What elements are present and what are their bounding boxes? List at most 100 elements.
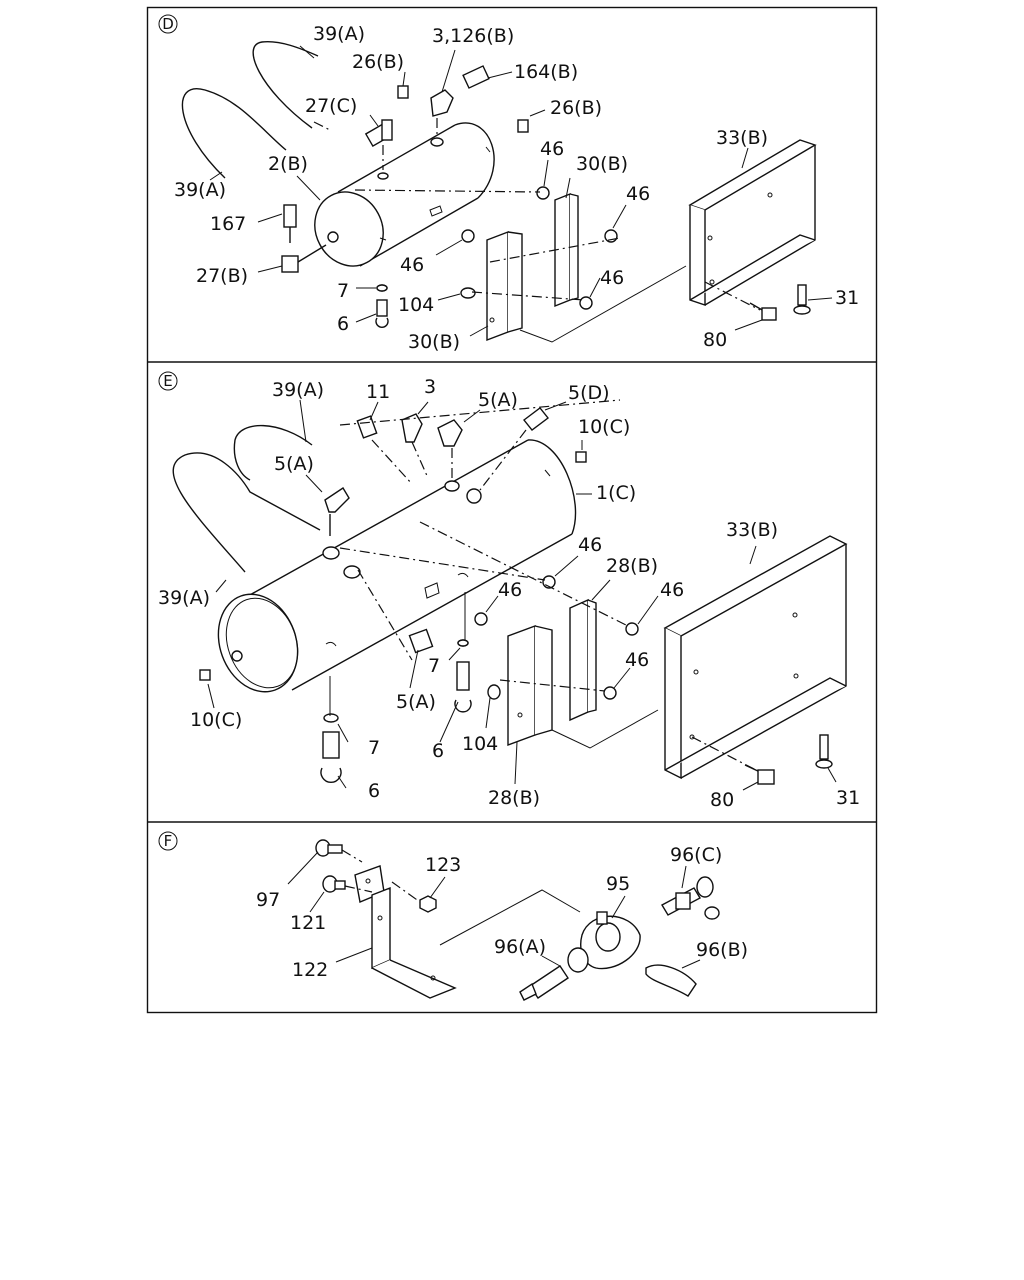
hose-39a (252, 40, 319, 129)
hose-39a (233, 424, 313, 481)
elbow-27b (281, 244, 327, 273)
part-label: 39(A) (174, 179, 226, 201)
part-label: 5(A) (478, 389, 518, 411)
part-label: 46 (626, 183, 650, 205)
plug-10c (575, 451, 587, 463)
section-letter-f: F (164, 832, 173, 850)
plug-26b (517, 119, 529, 133)
bolt-97 (315, 839, 343, 857)
part-label: 33(B) (716, 127, 768, 149)
part-label: 26(B) (550, 97, 602, 119)
section-letter-e: E (163, 372, 172, 390)
fitting-96b (645, 964, 697, 997)
bolt-121 (322, 875, 346, 893)
part-label: 122 (292, 959, 328, 981)
part-label: 26(B) (352, 51, 404, 73)
part-label: 121 (290, 912, 326, 934)
union-5a (343, 565, 434, 661)
part-label: 5(D) (568, 382, 610, 404)
fitting-27c (364, 119, 393, 180)
part-label: 27(B) (196, 265, 248, 287)
part-label: 164(B) (514, 61, 578, 83)
part-label: 104 (398, 294, 434, 316)
washer-7 (376, 284, 388, 292)
part-label: 39(A) (313, 23, 365, 45)
bracket-30b (486, 230, 523, 342)
part-label: 10(C) (190, 709, 242, 731)
part-label: 123 (425, 854, 461, 876)
part-label: 30(B) (576, 153, 628, 175)
nut-46 (474, 612, 488, 626)
part-label: 6 (368, 780, 380, 802)
part-label: 11 (366, 381, 390, 403)
section-f: F (158, 831, 748, 1001)
part-label: 46 (540, 138, 564, 160)
fitting-96c (661, 876, 720, 920)
nut-46 (579, 296, 593, 310)
part-label: 6 (432, 740, 444, 762)
part-label: 95 (606, 873, 630, 895)
part-label: 96(A) (494, 936, 546, 958)
part-label: 46 (625, 649, 649, 671)
air-tank-1c (217, 439, 577, 693)
nut-46 (625, 622, 639, 636)
part-label: 28(B) (488, 787, 540, 809)
fitting-5d (466, 407, 549, 504)
relay-valve-95 (567, 911, 641, 973)
part-label: 5(A) (396, 691, 436, 713)
nut-46 (536, 186, 550, 200)
part-label: 3,126(B) (432, 25, 514, 47)
part-label: 3 (424, 376, 436, 398)
part-label: 7 (428, 655, 440, 677)
part-label: 46 (600, 267, 624, 289)
nut-46 (603, 686, 617, 700)
valve-167 (283, 204, 297, 243)
part-label: 46 (660, 579, 684, 601)
bracket-30b (554, 192, 579, 308)
bracket-33b (663, 535, 848, 780)
part-label: 104 (462, 733, 498, 755)
part-label: 46 (498, 579, 522, 601)
part-label: 27(C) (305, 95, 357, 117)
elbow-5a (437, 419, 463, 492)
part-label: 39(A) (272, 379, 324, 401)
section-d: D (158, 14, 859, 353)
section-letter-d: D (162, 15, 174, 33)
part-label: 10(C) (578, 416, 630, 438)
part-label: 7 (337, 280, 349, 302)
washer-104 (487, 684, 501, 700)
part-label: 80 (703, 329, 727, 351)
plug-10c (199, 669, 211, 681)
part-label: 31 (836, 787, 860, 809)
section-marker-e (158, 371, 178, 391)
fitting-96a (519, 965, 569, 1001)
hose-39a (172, 452, 321, 573)
part-label: 46 (400, 254, 424, 276)
part-label: 31 (835, 287, 859, 309)
bolt-31 (793, 284, 811, 315)
bracket-28b (507, 624, 553, 747)
part-label: 30(B) (408, 331, 460, 353)
bolt-80 (749, 302, 777, 321)
part-label: 97 (256, 889, 280, 911)
part-label: 167 (210, 213, 246, 235)
bolt-31 (815, 734, 833, 769)
section-marker-f (158, 831, 178, 851)
elbow-3-126b (430, 89, 454, 147)
air-tank-2b (314, 122, 495, 267)
bolt-80 (744, 764, 775, 785)
section-e: E (158, 371, 860, 811)
part-label: 5(A) (274, 453, 314, 475)
diagram-frame (146, 6, 878, 1014)
part-label: 39(A) (158, 587, 210, 609)
washer-104 (460, 287, 476, 299)
washer-7 (457, 639, 469, 647)
elbow-3 (401, 413, 429, 479)
part-label: 96(C) (670, 844, 722, 866)
part-label: 2(B) (268, 153, 308, 175)
elbow-5a (322, 487, 350, 560)
fitting-164b (462, 65, 490, 89)
connector-11 (356, 415, 413, 485)
plug-26b (397, 85, 409, 99)
part-label: 6 (337, 313, 349, 335)
